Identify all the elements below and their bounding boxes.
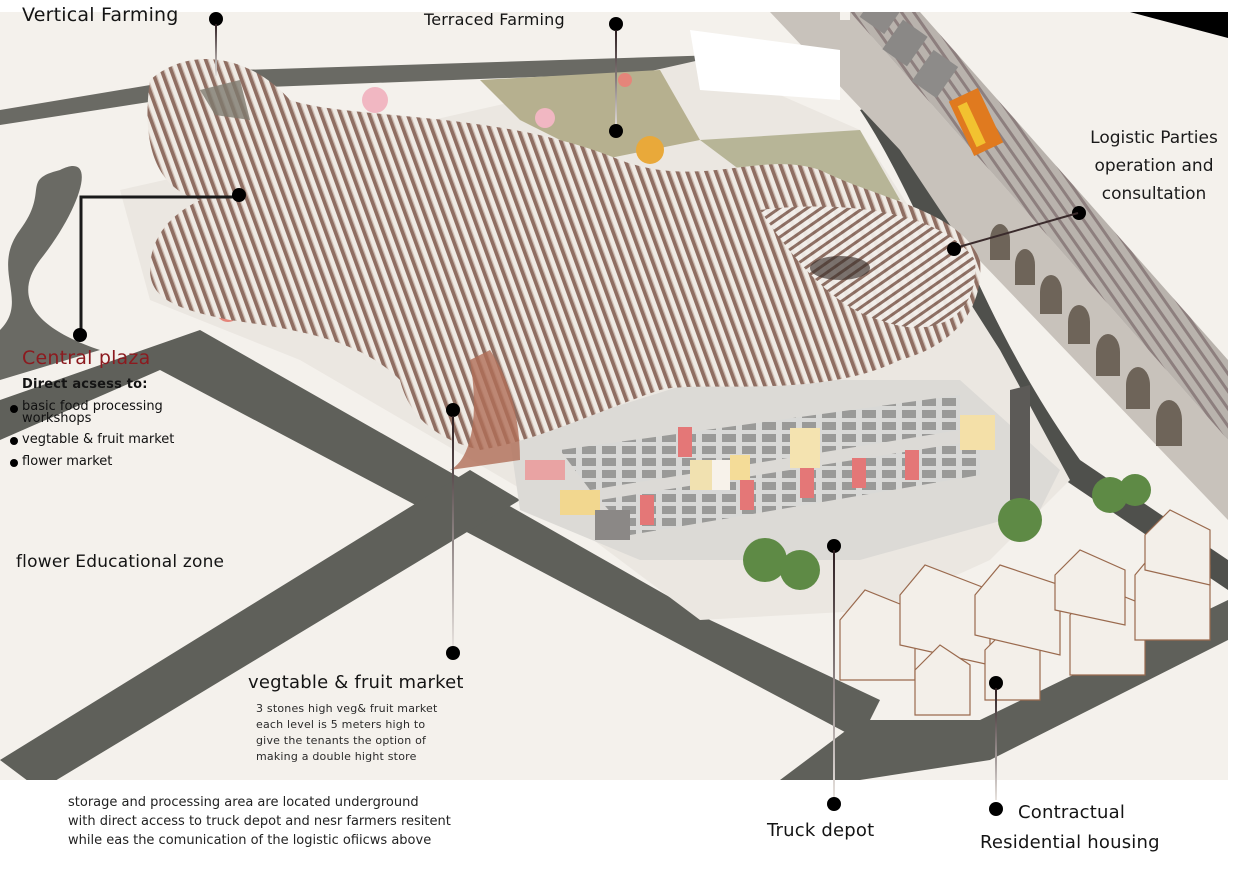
- central-plaza-item: basic food processing workshops: [10, 400, 200, 425]
- leader-truck-depot: [833, 550, 835, 800]
- central-plaza-item: vegtable & fruit market: [10, 433, 210, 447]
- pin-vertical-farming: [209, 12, 223, 26]
- housing-line-1: Contractual: [1018, 802, 1126, 823]
- leader-market: [452, 416, 454, 648]
- central-plaza-subtitle: Direct acsess to:: [22, 377, 148, 392]
- pin-central-plaza-target: [232, 188, 246, 202]
- leader-terraced-farming: [615, 30, 617, 130]
- market-line: making a double hight store: [256, 750, 417, 763]
- logistic-line-1: Logistic Parties: [1090, 128, 1218, 148]
- label-logistic: Logistic Parties operation and consultat…: [1074, 124, 1234, 208]
- note-line: storage and processing area are located …: [68, 795, 419, 810]
- pin-housing: [989, 802, 1003, 816]
- housing-line-2: Residential housing: [980, 832, 1160, 853]
- market-line: 3 stones high veg& fruit market: [256, 702, 438, 715]
- pin-market: [446, 646, 460, 660]
- axonometric-render: [0, 12, 1228, 780]
- central-plaza-title: Central plaza: [22, 347, 151, 369]
- pin-market-target: [446, 403, 460, 417]
- pin-central-plaza: [73, 328, 87, 342]
- pin-logistic-target: [947, 242, 961, 256]
- leader-vertical-farming: [215, 24, 217, 76]
- logistic-line-3: consultation: [1101, 184, 1207, 204]
- market-line: each level is 5 meters high to: [256, 718, 426, 731]
- central-plaza-list: basic food processing workshops vegtable…: [10, 400, 210, 477]
- site-render-illustration: [0, 12, 1228, 780]
- note-line: with direct access to truck depot and ne…: [68, 814, 451, 829]
- pin-terraced-farming-target: [609, 124, 623, 138]
- market-description: 3 stones high veg& fruit market each lev…: [256, 701, 438, 765]
- leader-logistic: [954, 212, 1079, 249]
- corner-shade: [1130, 12, 1228, 38]
- market-line: give the tenants the option of: [256, 734, 427, 747]
- logistic-line-2: operation and: [1094, 156, 1214, 176]
- underground-storage-note: storage and processing area are located …: [68, 793, 451, 850]
- leader-housing: [995, 688, 997, 800]
- pin-housing-target: [989, 676, 1003, 690]
- pin-logistic: [1072, 206, 1086, 220]
- label-terraced-farming: Terraced Farming: [424, 10, 565, 29]
- label-vertical-farming: Vertical Farming: [22, 4, 179, 26]
- leader-central-plaza: [79, 195, 241, 332]
- label-truck-depot: Truck depot: [767, 820, 875, 841]
- label-flower-educational-zone: flower Educational zone: [16, 552, 225, 572]
- note-line: while eas the comunication of the logist…: [68, 833, 432, 848]
- pin-truck-depot-target: [827, 539, 841, 553]
- pin-truck-depot: [827, 797, 841, 811]
- market-title: vegtable & fruit market: [248, 672, 464, 693]
- pin-terraced-farming: [609, 17, 623, 31]
- central-plaza-item: flower market: [10, 455, 210, 469]
